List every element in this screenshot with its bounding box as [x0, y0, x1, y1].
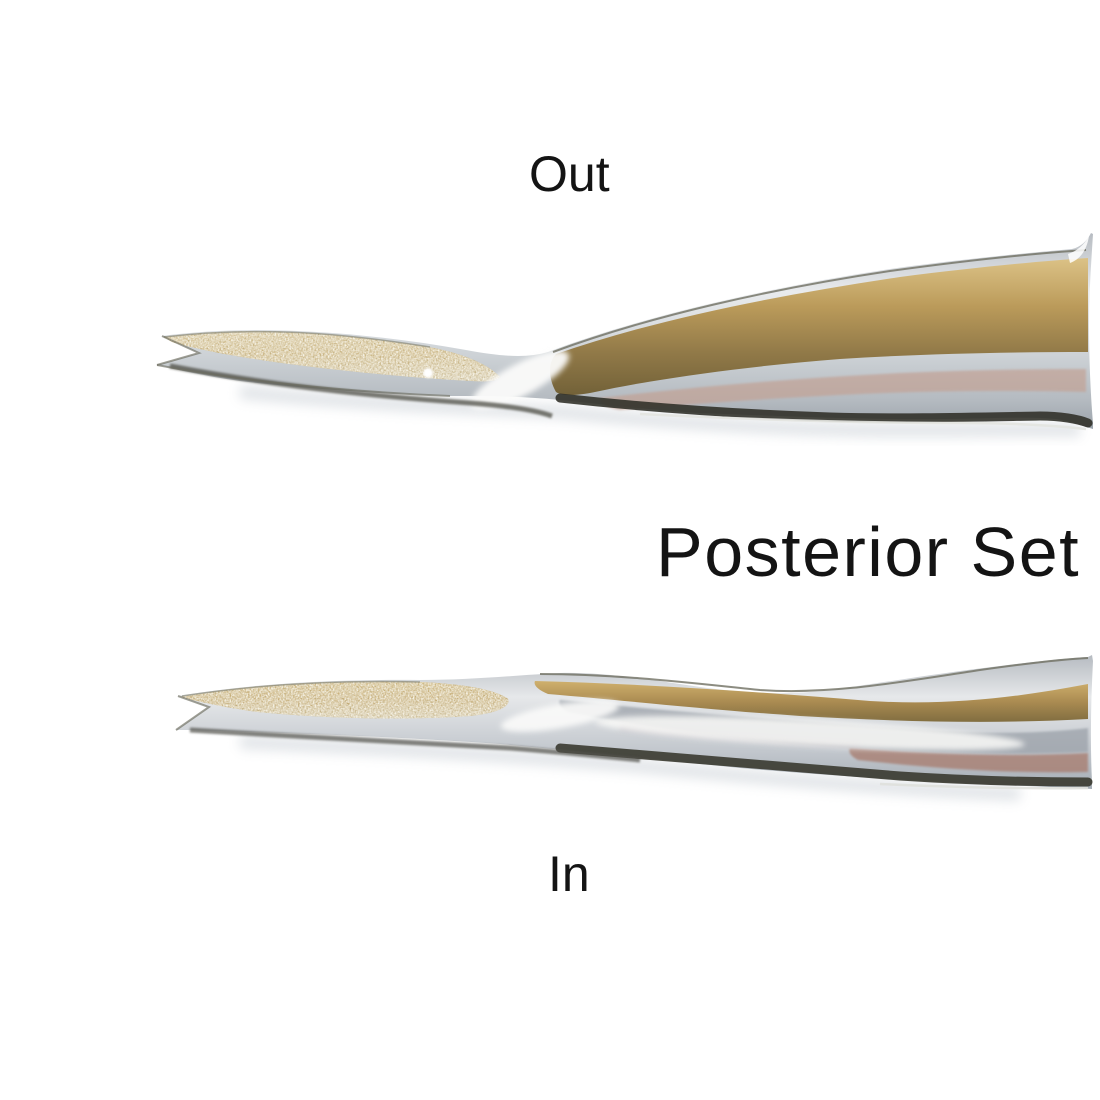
- in-bottom-rim: [555, 743, 1093, 787]
- out-blade-grain-light: [164, 331, 500, 382]
- out-neck-highlight: [470, 350, 570, 410]
- in-mid-highlight: [595, 715, 1025, 751]
- out-bottom-rim: [555, 393, 1093, 428]
- in-pink-reflection: [849, 748, 1088, 773]
- elevator-out-photo: [156, 233, 1093, 437]
- out-blade-top-edge: [163, 330, 431, 348]
- out-fork-notch: [156, 335, 202, 366]
- in-blade-grain-light: [181, 681, 509, 719]
- out-flare-notch: [1068, 236, 1089, 263]
- in-bottom-white-line: [879, 782, 1089, 790]
- out-pink-reflection: [600, 369, 1086, 410]
- out-soft-shadow: [239, 385, 1081, 437]
- in-fork-notch: [175, 695, 212, 731]
- in-neck-highlight: [500, 700, 620, 732]
- out-bottom-white-line: [639, 412, 1087, 431]
- set-title: Posterior Set: [656, 513, 1081, 591]
- in-top-edge-line: [539, 657, 1089, 693]
- in-gold-band: [534, 681, 1088, 722]
- label-out: Out: [529, 146, 610, 202]
- in-soft-shadow: [239, 735, 1021, 801]
- in-blade-top-edge: [181, 680, 421, 697]
- label-in: In: [548, 846, 590, 902]
- out-sparkle: [423, 368, 433, 378]
- out-gold-band: [550, 258, 1088, 395]
- out-top-edge-line: [552, 249, 1087, 353]
- elevator-in-photo: [175, 655, 1093, 801]
- in-underblade-shadow: [189, 727, 641, 763]
- out-underside-edge: [156, 364, 451, 397]
